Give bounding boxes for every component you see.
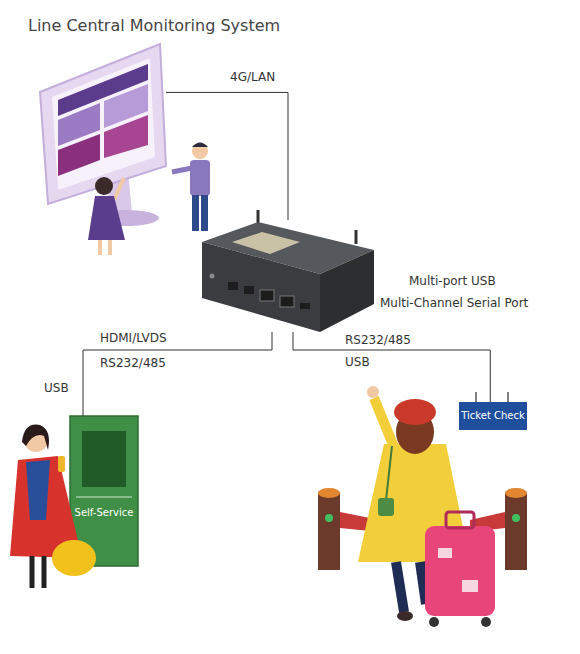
sign-hangers: [459, 392, 527, 430]
illustration-part: [52, 540, 96, 576]
illustration-part: [462, 580, 478, 592]
illustration-part: [58, 134, 100, 176]
illustration-part: [367, 386, 379, 398]
illustration-part: [429, 617, 439, 627]
illustration-part: [95, 177, 113, 195]
self-service-kiosk: Self-Service: [70, 416, 138, 566]
illustration-part: [505, 492, 527, 570]
illustration-part: [325, 514, 333, 522]
illustration-part: [232, 232, 300, 254]
illustration-part: [192, 143, 208, 148]
node-text: Self-Service: [70, 507, 138, 519]
illustration-part: [76, 497, 132, 498]
illustration-part: [318, 492, 340, 570]
connector-line: [166, 92, 288, 220]
illustration-part: [58, 456, 65, 472]
illustration-part: [386, 446, 392, 500]
illustration-part: [300, 303, 310, 309]
illustration-part: [52, 58, 155, 190]
illustration-part: [210, 274, 215, 279]
illustration-part: [40, 44, 166, 204]
illustration-part: [481, 617, 491, 627]
illustration-part: [505, 488, 527, 498]
illustration-part: [318, 488, 340, 498]
illustration-part: [42, 556, 47, 588]
signal-label: USB: [44, 381, 69, 395]
illustration-part: [446, 512, 474, 528]
illustration-part: [397, 611, 413, 621]
illustration-part: [459, 402, 527, 430]
traveler-figure: [358, 386, 495, 627]
illustration-part: [88, 196, 125, 240]
ticket-check-sign: Ticket Check: [459, 402, 527, 430]
illustration-part: [378, 498, 394, 516]
illustration-part: [512, 514, 520, 522]
illustration-part: [228, 282, 238, 290]
illustration-part: [192, 143, 208, 159]
operator-figures: [88, 143, 210, 256]
illustration-part: [98, 240, 102, 255]
illustration-part: [192, 195, 199, 231]
illustration-part: [320, 250, 374, 332]
illustration-part: [244, 286, 254, 294]
mini-pc-illustration: [202, 210, 374, 332]
industrial-pc-node: Multi-port USBMulti-Channel Serial Port: [200, 220, 376, 332]
node-text: Ticket Check: [459, 410, 527, 422]
illustration-part: [190, 160, 210, 196]
node-text: Line Central Monitoring System: [28, 16, 280, 35]
monitor-node: Line Central Monitoring System: [40, 45, 166, 231]
illustration-part: [202, 242, 320, 332]
illustration-part: [104, 115, 148, 158]
illustration-part: [394, 399, 436, 425]
illustration-part: [280, 296, 294, 307]
illustration-part: [396, 562, 404, 612]
illustration-part: [260, 290, 274, 301]
illustration-part: [26, 460, 50, 520]
node-text: Multi-port USB: [409, 274, 496, 288]
node-text: Multi-Channel Serial Port: [380, 296, 528, 310]
illustration-part: [108, 240, 112, 255]
illustration-part: [475, 392, 477, 403]
illustration-part: [201, 195, 208, 231]
illustration-part: [438, 548, 452, 558]
signal-label: RS232/485: [100, 356, 166, 370]
illustration-part: [355, 230, 358, 244]
customer-figure: [10, 425, 96, 588]
edge-label: 4G/LAN: [230, 70, 275, 84]
illustration-part: [22, 425, 49, 450]
illustration-part: [172, 168, 192, 172]
signal-label: USB: [345, 355, 370, 369]
illustration-part: [374, 398, 396, 452]
connector-line: [83, 332, 272, 416]
illustration-part: [257, 210, 260, 224]
edge-label: HDMI/LVDS: [100, 331, 167, 345]
illustration-part: [507, 392, 509, 403]
connector-line: [293, 332, 490, 402]
edge-label: RS232/485: [345, 333, 411, 347]
illustration-part: [425, 526, 495, 616]
illustration-part: [82, 431, 126, 487]
illustration-part: [30, 556, 35, 588]
illustration-part: [114, 178, 124, 200]
